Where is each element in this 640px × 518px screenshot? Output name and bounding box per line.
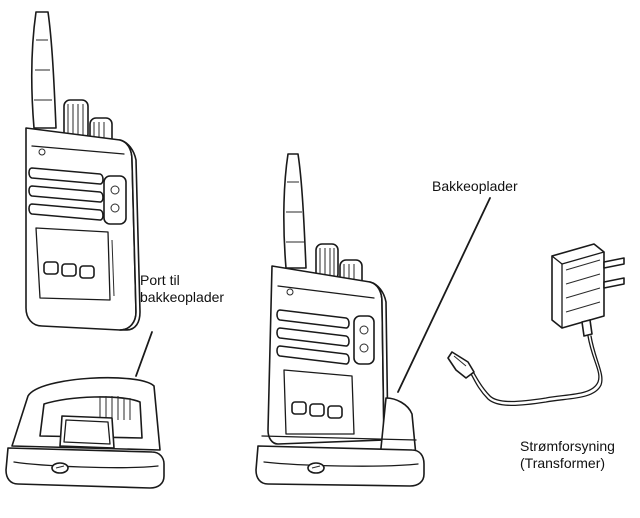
radio-in-charger bbox=[267, 153, 389, 445]
port-label-line-2: bakkeoplader bbox=[140, 289, 225, 305]
radio-left bbox=[25, 11, 141, 331]
power-supply-label-line-2: (Transformer) bbox=[520, 455, 606, 471]
power-supply-label-line-1: Strømforsyning bbox=[520, 438, 615, 454]
power-supply bbox=[447, 243, 625, 407]
port-label: Port til bakkeoplader bbox=[140, 272, 224, 306]
tray-charger-label: Bakkeoplader bbox=[432, 178, 518, 194]
port-leader-line bbox=[135, 331, 153, 377]
tray-charger-with-radio bbox=[255, 397, 425, 487]
port-label-line-1: Port til bbox=[140, 272, 180, 288]
power-supply-label: Strømforsyning (Transformer) bbox=[520, 438, 615, 472]
tray-charger-empty bbox=[5, 376, 165, 489]
tray-charger-leader-line bbox=[397, 197, 491, 393]
